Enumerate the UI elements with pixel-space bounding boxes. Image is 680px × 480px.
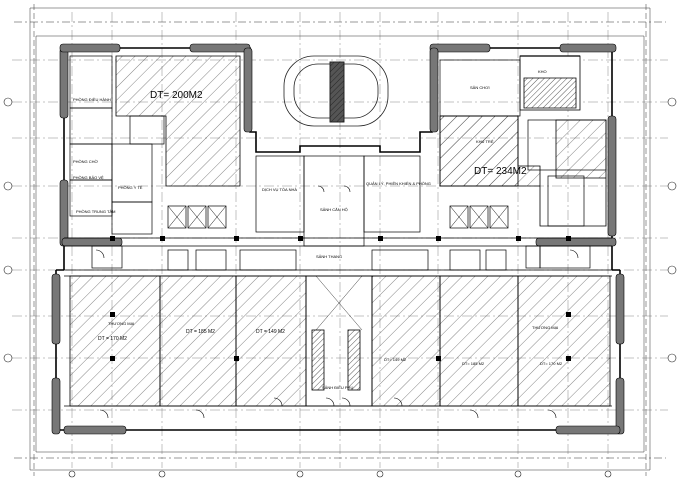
area-label-bay-2: DT = 185 M2 bbox=[186, 329, 215, 335]
corner-columns bbox=[51, 43, 625, 435]
area-label-top-right: DT= 234M2 bbox=[474, 166, 527, 177]
room-label-san-choi: SÂN CHƠI bbox=[470, 85, 490, 90]
area-label-bay-3: DT = 149 M2 bbox=[256, 329, 285, 335]
room-label-dich-vu: DỊCH VỤ TÒA NHÀ bbox=[262, 187, 298, 192]
columns bbox=[110, 236, 571, 361]
area-label-bay-5: DT= 185 M2 bbox=[462, 361, 485, 366]
room-label-dieu-hanh: PHÒNG ĐIỀU HÀNH bbox=[73, 97, 111, 102]
room-label-kho: KHO bbox=[538, 69, 547, 74]
room-label-sanh-dieu-phu: SẢNH ĐIỀU PHỤ bbox=[322, 385, 354, 390]
area-label-bay-1: DT = 170 M2 bbox=[98, 336, 127, 342]
room-label-cho: PHÒNG CHỜ bbox=[73, 159, 98, 164]
hatched-zones bbox=[69, 55, 611, 407]
room-label-sanh-can-ho: SẢNH CĂN HỘ bbox=[320, 207, 348, 212]
doors bbox=[95, 185, 579, 419]
room-label-quan-ly: QUẢN LÝ, PHIÊN KHIẾN & PHÒNG bbox=[366, 181, 431, 186]
elevator-cabins bbox=[167, 205, 509, 331]
room-label-sanh-thang: SẢNH THANG bbox=[316, 254, 343, 259]
room-label-thuong-mai-2: THƯƠNG MẠI bbox=[532, 325, 559, 330]
area-label-top-left: DT= 200M2 bbox=[150, 90, 203, 101]
room-label-y-te: PHÒNG Y TẾ bbox=[118, 185, 143, 190]
area-label-bay-6: DT= 170 M2 bbox=[540, 361, 563, 366]
room-label-khu-tre: KHU TRẺ bbox=[476, 139, 494, 144]
area-label-bay-4: DT= 149 M2 bbox=[384, 357, 407, 362]
room-label-bao-ve: PHÒNG BẢO VỆ bbox=[73, 175, 104, 180]
drop-off-island bbox=[283, 55, 389, 127]
interior-partitions bbox=[64, 55, 612, 407]
room-label-trung-tam: PHÒNG TRUNG TÂM bbox=[76, 209, 116, 214]
stair-cores bbox=[305, 55, 581, 407]
grid-bubbles bbox=[3, 97, 677, 478]
room-label-thuong-mai-1: THƯƠNG MẠI bbox=[108, 321, 135, 326]
